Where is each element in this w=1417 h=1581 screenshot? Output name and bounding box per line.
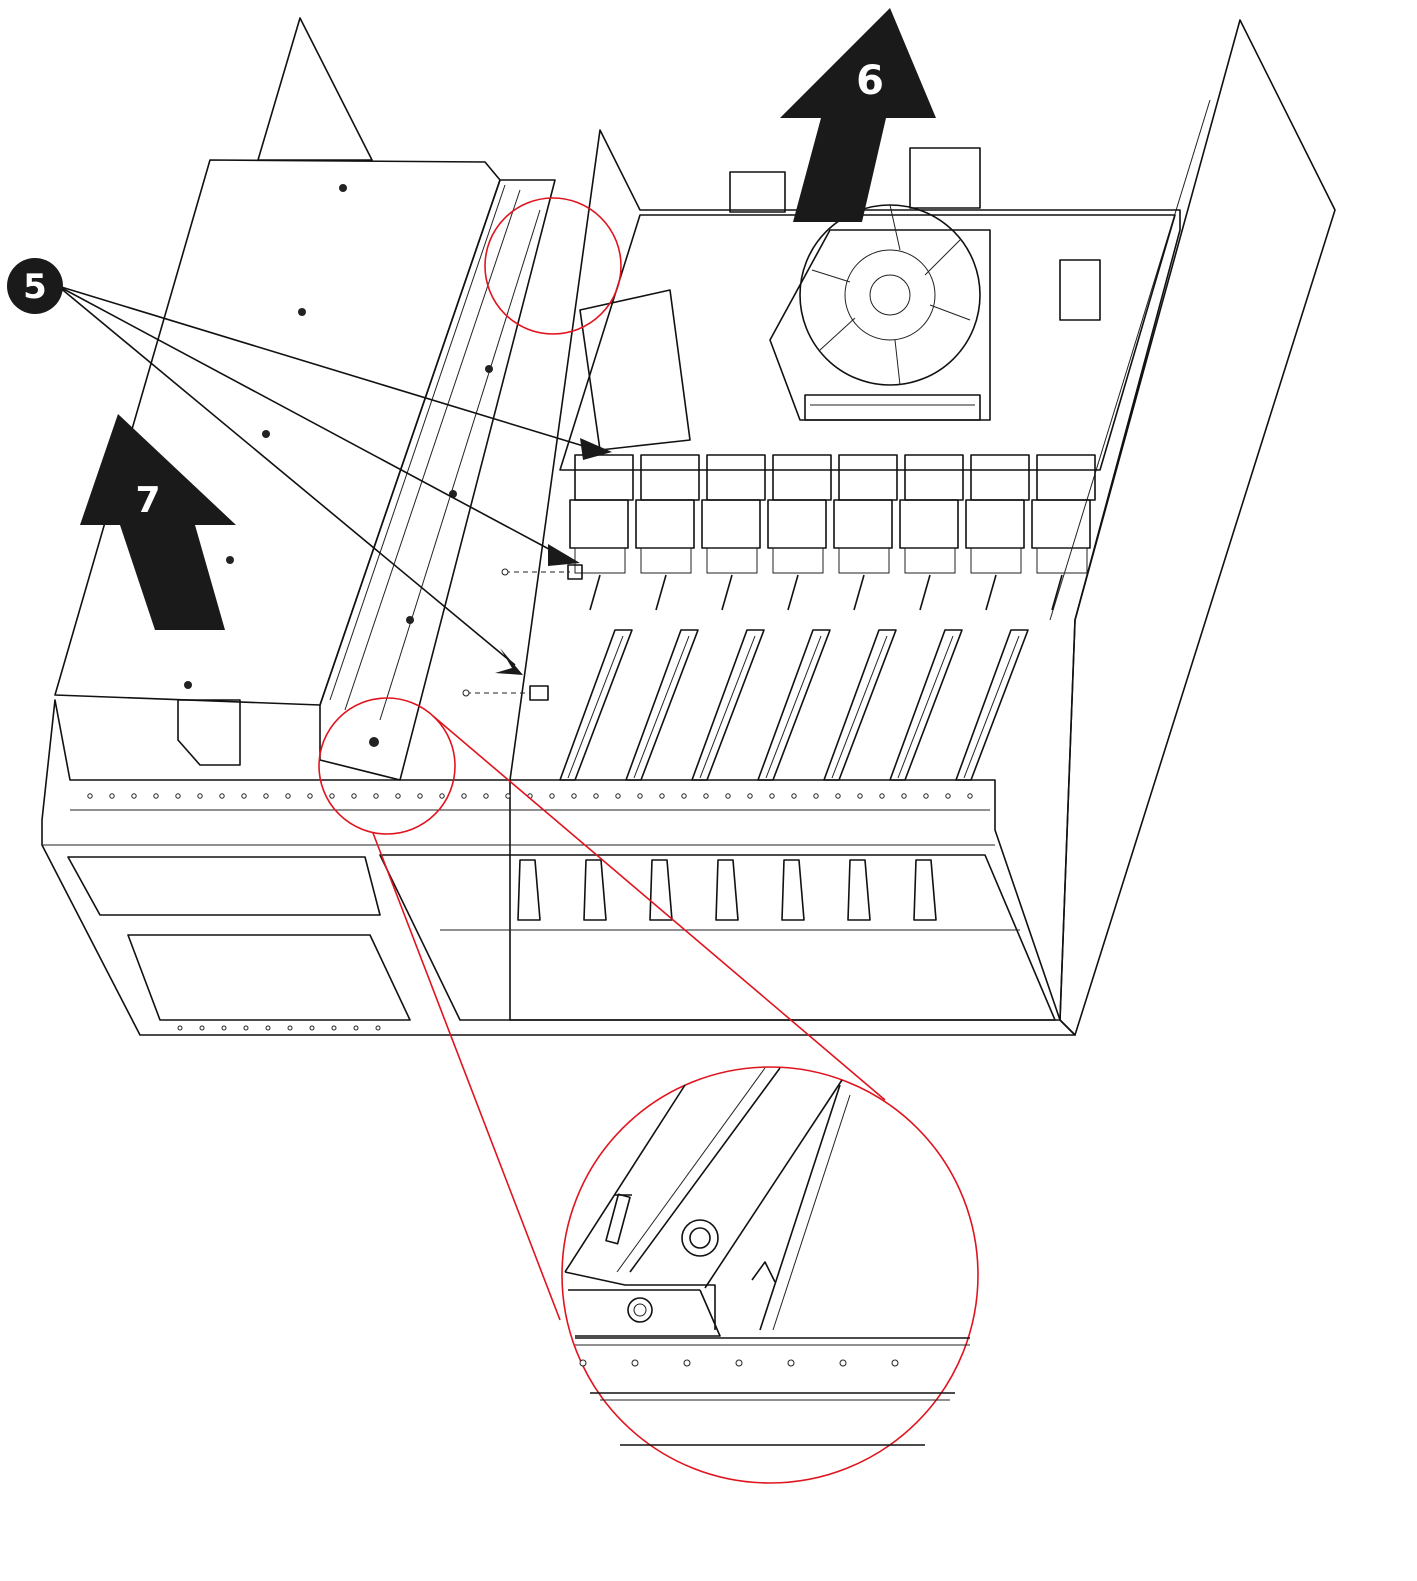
detail-circle-top: [484, 197, 622, 335]
pointer-arrow-icon: [495, 648, 523, 675]
connector-block: [772, 454, 832, 501]
slot-rail: [757, 629, 831, 781]
callout-5: 5: [7, 258, 612, 675]
removal-arrow-7: 7: [80, 414, 236, 630]
front-card-opening: [379, 854, 1056, 1021]
connector-base: [772, 547, 824, 574]
connector-block: [970, 454, 1030, 501]
front-left-opening-bottom: [127, 934, 411, 1021]
slot-front-tab: [781, 859, 805, 921]
fan-assembly: [769, 204, 991, 421]
chassis: [41, 17, 1336, 1036]
connector-block: [701, 499, 761, 549]
connector-base: [904, 547, 956, 574]
pointer-arrow-icon: [548, 544, 580, 566]
slot-front-tab: [913, 859, 937, 921]
slot-rail: [625, 629, 699, 781]
connector-base: [970, 547, 1022, 574]
connector-base: [640, 547, 692, 574]
step-5-badge: [7, 258, 63, 314]
slot-front-tab: [847, 859, 871, 921]
slot-front-tab: [583, 859, 607, 921]
connector-block: [1031, 499, 1091, 549]
up-arrow-icon: [80, 414, 236, 630]
connector-block: [640, 454, 700, 501]
right-side-panel: [1059, 19, 1336, 1036]
slot-rail: [823, 629, 897, 781]
detail-circle-source: [318, 697, 456, 835]
connector-base: [1036, 547, 1088, 574]
board-tray: [509, 129, 1181, 1021]
step-5-label: 5: [23, 267, 47, 307]
connector-block: [904, 454, 964, 501]
connector-block: [899, 499, 959, 549]
screws: [462, 564, 583, 701]
removal-arrow-6: 6: [780, 8, 936, 222]
up-arrow-icon: [780, 8, 936, 222]
step-7-label: 7: [135, 480, 160, 521]
connector-block: [965, 499, 1025, 549]
front-frame-holes: [87, 793, 973, 1031]
detail-callouts: [318, 197, 979, 1484]
connector-base: [838, 547, 890, 574]
rear-left-panel: [257, 17, 373, 161]
expansion-slots: [517, 454, 1096, 921]
front-frame: [41, 699, 1076, 1036]
detail-magnified-circle: [561, 1066, 979, 1484]
front-left-opening-top: [67, 856, 381, 916]
connector-block: [635, 499, 695, 549]
pointer-arrow-icon: [580, 438, 612, 460]
connector-base: [706, 547, 758, 574]
slot-front-tab: [517, 859, 541, 921]
slot-rail: [955, 629, 1029, 781]
step-6-label: 6: [856, 58, 884, 104]
connector-block: [838, 454, 898, 501]
connector-block: [767, 499, 827, 549]
slot-rail: [889, 629, 963, 781]
connector-block: [569, 499, 629, 549]
connector-block: [833, 499, 893, 549]
connector-block: [706, 454, 766, 501]
slot-front-tab: [715, 859, 739, 921]
slot-rail: [559, 629, 633, 781]
connector-block: [1036, 454, 1096, 501]
mainboard: [559, 147, 1176, 471]
connector-block: [574, 454, 634, 501]
slot-front-tab: [649, 859, 673, 921]
magnified-detail: [564, 1067, 970, 1446]
slot-rail: [691, 629, 765, 781]
